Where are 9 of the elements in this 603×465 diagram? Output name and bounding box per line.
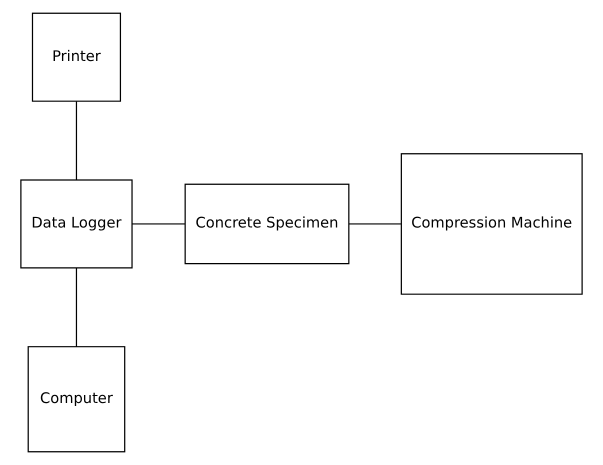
connector: [76, 102, 78, 180]
node-box: Compression Machine: [400, 153, 583, 295]
connector: [349, 223, 401, 225]
node-box: Data Logger: [20, 179, 133, 269]
node-box: Concrete Specimen: [184, 184, 350, 264]
node-box: Computer: [28, 346, 126, 452]
connector: [76, 268, 78, 346]
connector: [132, 223, 185, 225]
node-box: Printer: [32, 12, 122, 102]
